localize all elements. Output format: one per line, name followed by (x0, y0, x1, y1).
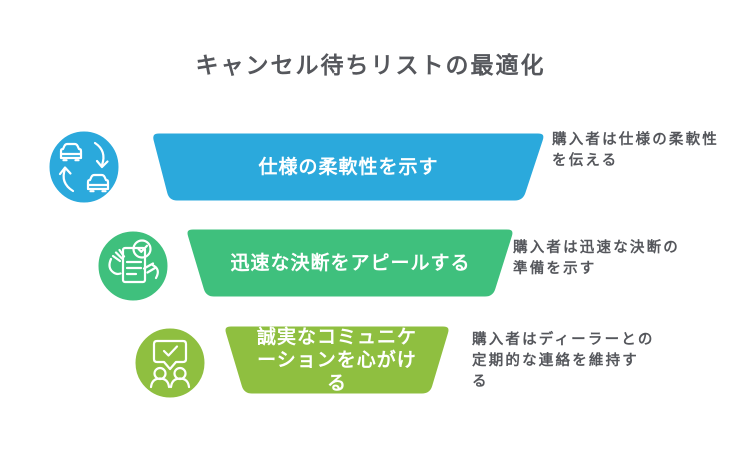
funnel-stage-2-description: 購入者は迅速な決断の 準備を示す (513, 240, 680, 277)
funnel-stage-1-label: 仕様の柔軟性を示す (258, 156, 439, 178)
contract-check-icon (95, 228, 171, 304)
page-title: キャンセル待ちリストの最適化 (195, 52, 546, 78)
funnel-stage-3-trapezoid (222, 323, 452, 397)
funnel-stage-2-shape (184, 226, 516, 300)
funnel-stage-1-trapezoid (150, 130, 547, 204)
icon-circle-2 (95, 228, 171, 304)
icon-circle-3 (132, 325, 208, 401)
funnel-stage-2-label: 迅速な決断をアピールする (230, 252, 471, 274)
funnel-stage-3-label: 誠実なコミュニケ ーションを心がけ る (256, 326, 417, 394)
funnel-stage-1-description: 購入者は仕様の柔軟性 を伝える (552, 132, 719, 169)
funnel-stage-1-shape (150, 130, 547, 204)
people-chat-icon (132, 325, 208, 401)
car-exchange-icon (46, 128, 122, 206)
funnel-stage-3-shape (222, 323, 452, 397)
funnel-stage-3-description: 購入者はディーラーとの 定期的な連絡を維持す る (472, 332, 655, 390)
funnel-stage-2-trapezoid (184, 226, 516, 300)
icon-circle-1 (46, 128, 122, 206)
